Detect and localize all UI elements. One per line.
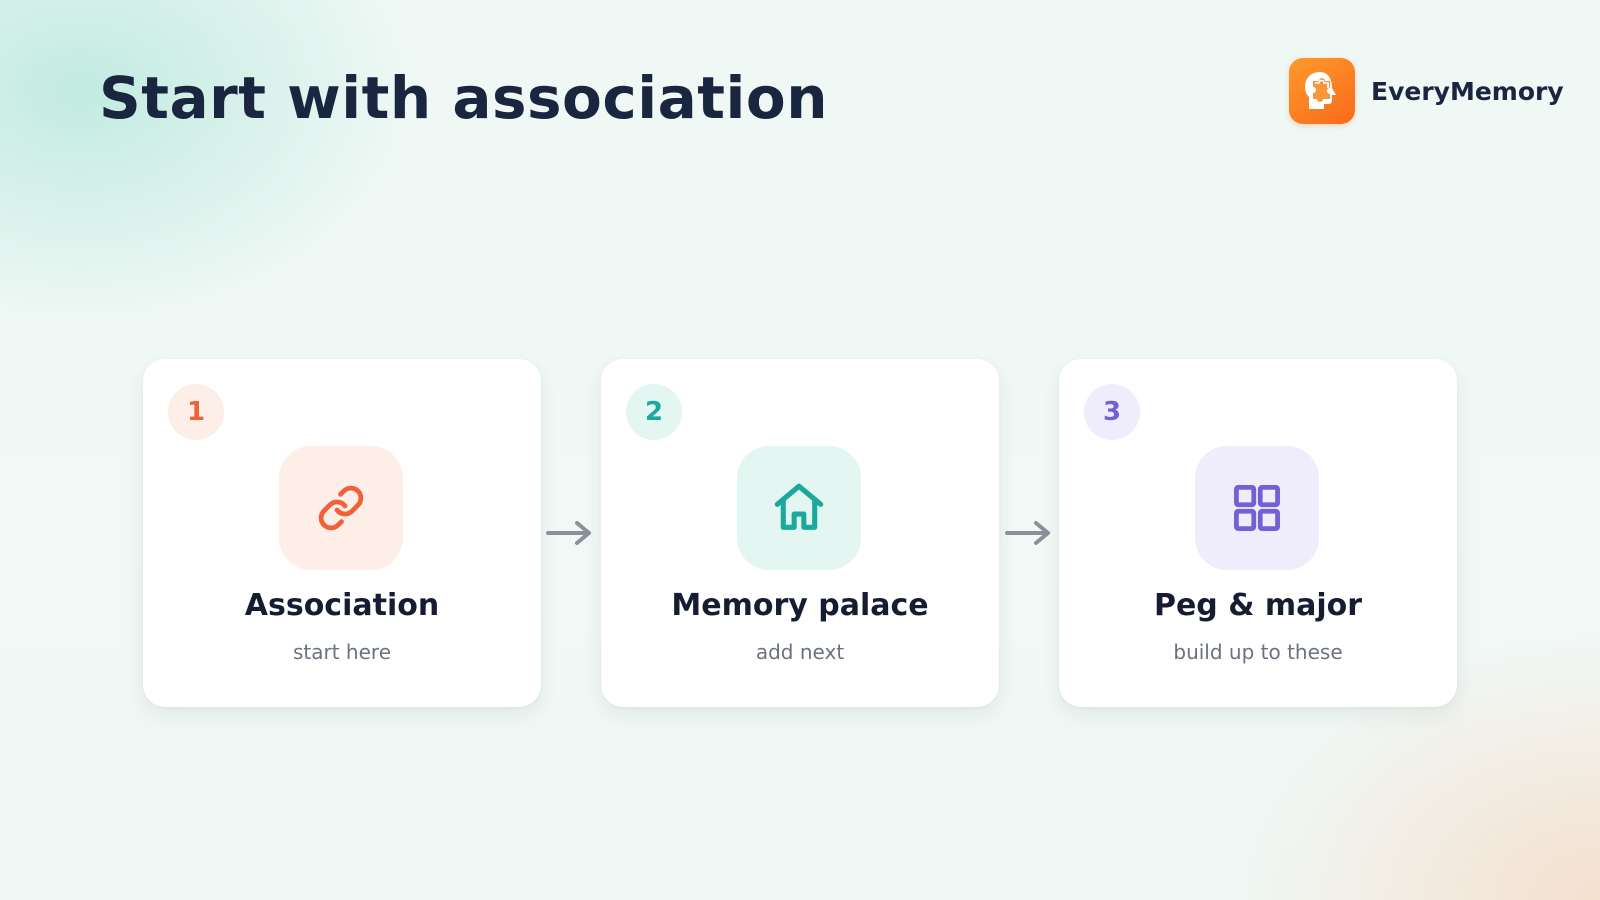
brand: EveryMemory (1289, 58, 1564, 124)
brand-logo (1289, 58, 1355, 124)
link-icon (318, 485, 364, 531)
step-title: Association (244, 588, 440, 623)
step-subtitle: add next (755, 640, 845, 664)
step-subtitle: start here (292, 640, 391, 664)
page-title: Start with association (99, 64, 829, 132)
step-title: Peg & major (1153, 588, 1363, 623)
step-subtitle: build up to these (1173, 640, 1343, 664)
house-icon (774, 483, 824, 530)
step-icon-box (1195, 446, 1319, 570)
arrow-right-icon (546, 521, 591, 545)
brand-name: EveryMemory (1371, 76, 1564, 106)
step-number-badge: 1 (168, 384, 224, 440)
step-icon-box (279, 446, 403, 570)
step-card-peg-major: 3 Peg & major build up to these (1059, 359, 1457, 707)
step-card-memory-palace: 2 Memory palace add next (601, 359, 999, 707)
head-puzzle-icon (1305, 72, 1336, 109)
grid-icon (1234, 485, 1280, 531)
step-number-badge: 3 (1084, 384, 1140, 440)
step-number-badge: 2 (626, 384, 682, 440)
step-icon-box (737, 446, 861, 570)
step-title: Memory palace (671, 588, 929, 623)
arrow-right-icon (1005, 521, 1050, 545)
step-card-association: 1 Association start here (143, 359, 541, 707)
